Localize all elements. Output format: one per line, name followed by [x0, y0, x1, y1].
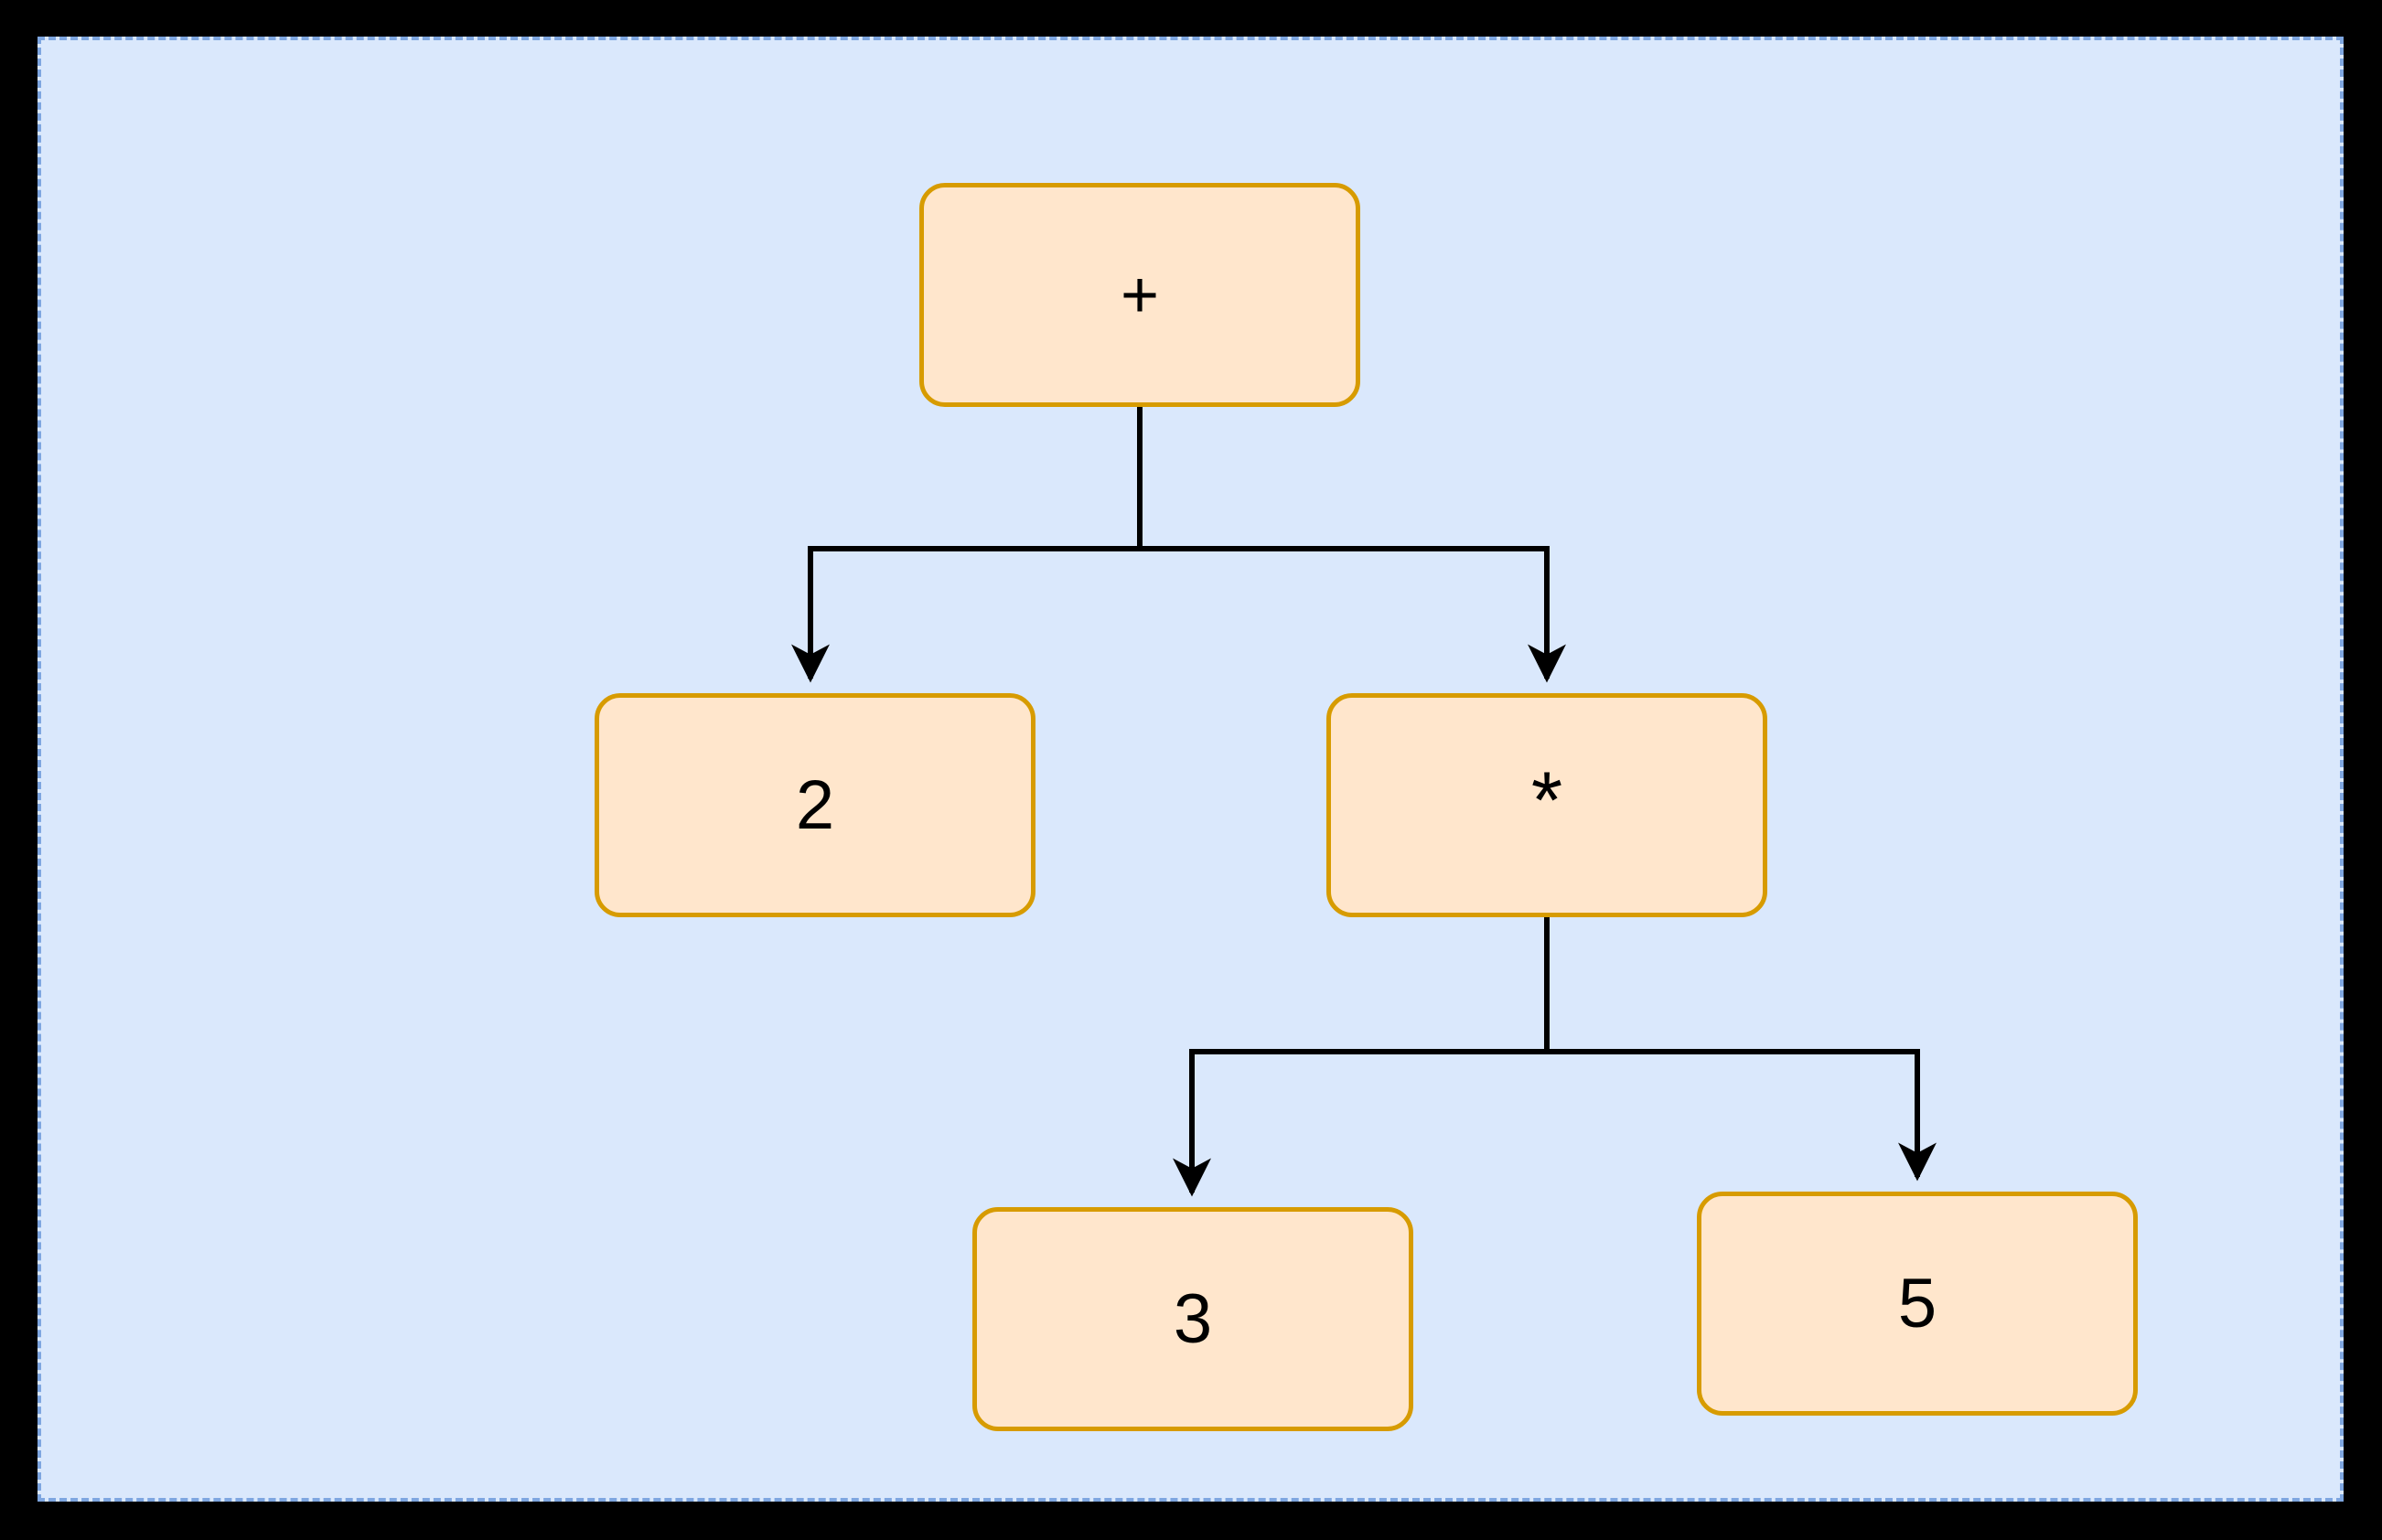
node-operator-star[interactable]: *: [1326, 693, 1767, 917]
node-operand-3[interactable]: 3: [972, 1207, 1413, 1431]
node-operand-2[interactable]: 2: [595, 693, 1035, 917]
node-label-star: *: [1530, 754, 1563, 845]
node-operator-plus[interactable]: +: [919, 183, 1360, 407]
node-label-2: 2: [795, 765, 835, 844]
node-label-plus: +: [1120, 258, 1160, 332]
node-operand-5[interactable]: 5: [1697, 1192, 2138, 1416]
node-label-5: 5: [1897, 1264, 1937, 1342]
node-label-3: 3: [1173, 1279, 1213, 1358]
